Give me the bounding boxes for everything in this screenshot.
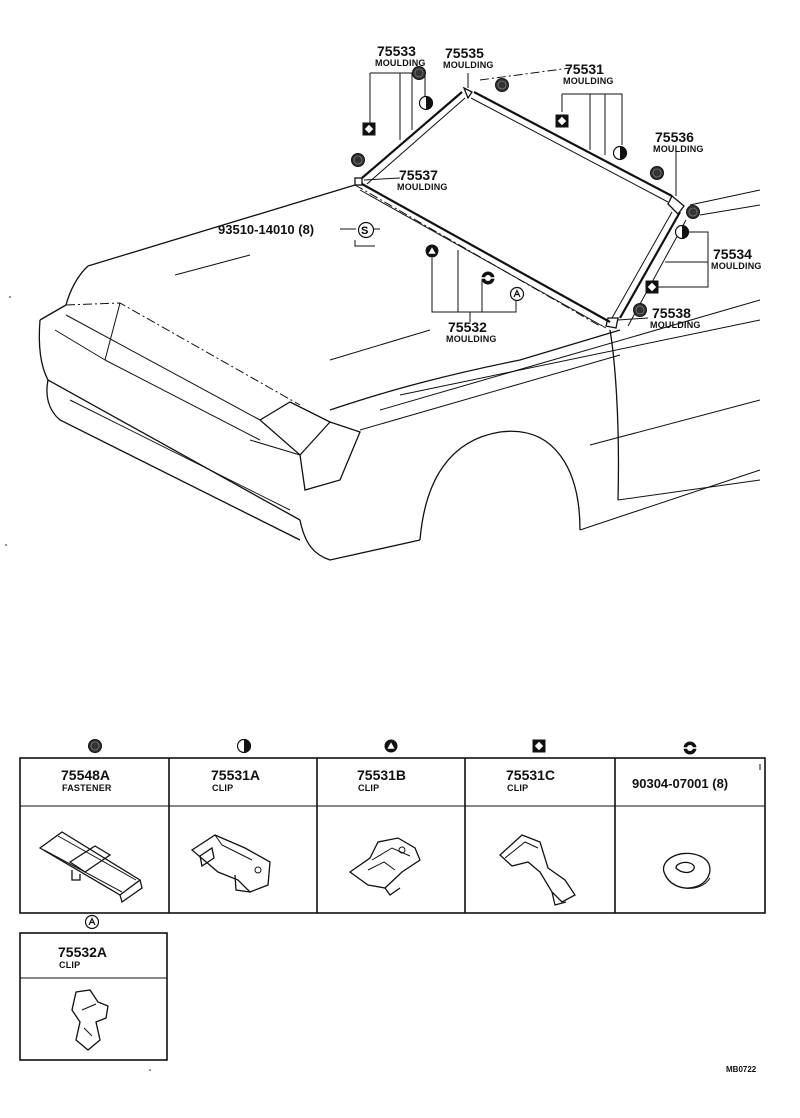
- nut-symbol-icon: [480, 270, 496, 286]
- callout-75531-name: MOULDING: [563, 76, 614, 86]
- clip-a-symbol-icon: [418, 95, 434, 111]
- clip-c-symbol-icon: [362, 122, 376, 136]
- table-clip-c-symbol-icon: [532, 739, 546, 753]
- car-body-outline: [38, 67, 761, 561]
- clip-a-symbol-icon: [612, 145, 628, 161]
- table-part-2-number: 75531B: [357, 767, 406, 783]
- table-part-5-name: CLIP: [59, 960, 80, 970]
- callout-75534-number: 75534: [713, 246, 752, 262]
- table-part-1-name: CLIP: [212, 783, 233, 793]
- table-part-1-number: 75531A: [211, 767, 260, 783]
- drawing-code: MB0722: [726, 1065, 757, 1074]
- clip-75532a-symbol-icon: [509, 286, 525, 302]
- table-fastener-symbol-icon: [88, 739, 102, 753]
- callout-75532-number: 75532: [448, 319, 487, 335]
- table-part-3-name: CLIP: [507, 783, 528, 793]
- table-part-0-number: 75548A: [61, 767, 110, 783]
- scan-marks: [5, 296, 761, 1071]
- clip-75532a-illustration: [71, 989, 109, 1051]
- callout-labels: 75533 MOULDING 75535 MOULDING 75531 MOUL…: [218, 43, 762, 344]
- nut-90304-illustration: [662, 852, 711, 889]
- clip-c-symbol-icon: [555, 114, 569, 128]
- table-part-5-number: 75532A: [58, 944, 107, 960]
- callout-75531-number: 75531: [565, 61, 604, 77]
- table-part-0-name: FASTENER: [62, 783, 112, 793]
- fastener-75548a-illustration: [38, 831, 143, 904]
- table-part-3-number: 75531C: [506, 767, 555, 783]
- callout-75534-name: MOULDING: [711, 261, 762, 271]
- diagram-symbols: S: [351, 66, 700, 317]
- table-part-2-name: CLIP: [358, 783, 379, 793]
- parts-table: 75548A FASTENER 75531A CLIP 75531B CLIP …: [19, 738, 766, 1061]
- clip-75531c-illustration: [499, 834, 576, 906]
- windshield-mouldings: [354, 86, 687, 329]
- fastener-symbol-icon: [650, 166, 664, 180]
- callout-75535-number: 75535: [445, 45, 484, 61]
- callout-screw-number: 93510-14010 (8): [218, 222, 314, 237]
- table-part-4-number: 90304-07001 (8): [632, 776, 728, 791]
- callout-75536-name: MOULDING: [653, 144, 704, 154]
- fastener-symbol-icon: [412, 66, 426, 80]
- callout-75538-number: 75538: [652, 305, 691, 321]
- table-clip-75532a-symbol-icon: [84, 914, 100, 930]
- clip-c-symbol-icon: [645, 280, 659, 294]
- clip-75531a-illustration: [190, 834, 271, 893]
- callout-75533-name: MOULDING: [375, 58, 426, 68]
- callout-75535-name: MOULDING: [443, 60, 494, 70]
- table-nut-symbol-icon: [682, 740, 698, 756]
- fastener-symbol-icon: [633, 303, 647, 317]
- screw-symbol-letter: S: [361, 225, 368, 237]
- clip-75531b-illustration: [348, 837, 421, 896]
- table-clip-a-symbol-icon: [236, 738, 252, 754]
- fastener-symbol-icon: [495, 78, 509, 92]
- clip-a-symbol-icon: [674, 224, 690, 240]
- callout-75536-number: 75536: [655, 129, 694, 145]
- callout-75532-name: MOULDING: [446, 334, 497, 344]
- callout-75538-name: MOULDING: [650, 320, 701, 330]
- clip-b-symbol-icon: [425, 244, 439, 258]
- callout-75533-number: 75533: [377, 43, 416, 59]
- table-clip-b-symbol-icon: [384, 739, 398, 753]
- fastener-symbol-icon: [686, 205, 700, 219]
- callout-75537-name: MOULDING: [397, 182, 448, 192]
- fastener-symbol-icon: [351, 153, 365, 167]
- callout-75537-number: 75537: [399, 167, 438, 183]
